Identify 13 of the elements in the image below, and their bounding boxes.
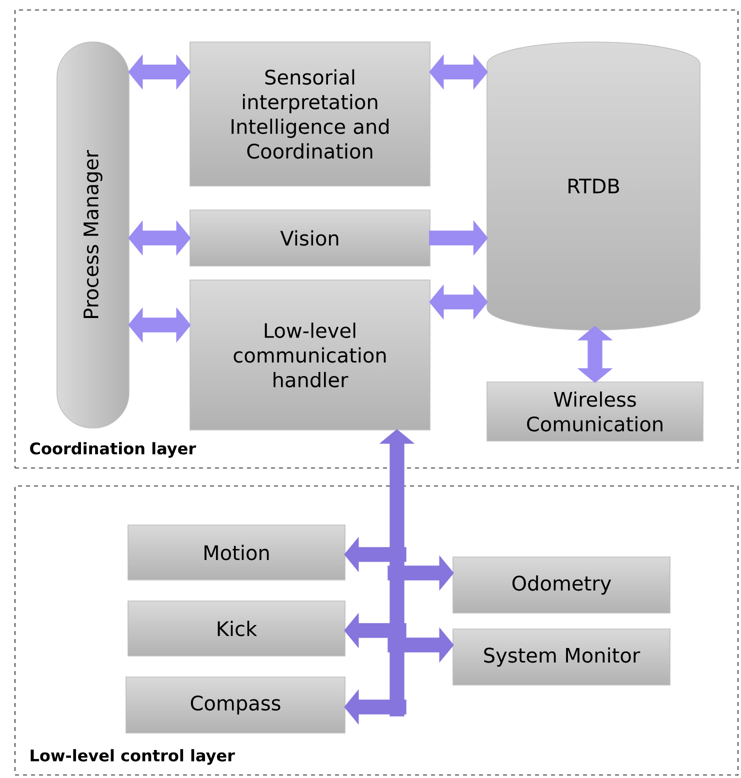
process-pill: Process Manager bbox=[56, 42, 130, 428]
layer-label: Low-level control layer bbox=[30, 749, 235, 765]
process-box: Compass bbox=[126, 676, 346, 734]
process-box: Kick bbox=[128, 600, 346, 656]
process-box: Low-level communication handler bbox=[190, 280, 430, 430]
process-box: Sensorial interpretation Intelligence and Coordination bbox=[190, 42, 430, 186]
process-box: Wireless Comunication bbox=[486, 382, 704, 442]
database-cylinder: RTDB bbox=[486, 42, 700, 330]
layer-label: Coordination layer bbox=[30, 442, 196, 458]
process-box: Odometry bbox=[452, 556, 670, 614]
process-box: Motion bbox=[128, 524, 346, 580]
process-box: System Monitor bbox=[452, 628, 670, 686]
process-box: Vision bbox=[190, 210, 430, 266]
